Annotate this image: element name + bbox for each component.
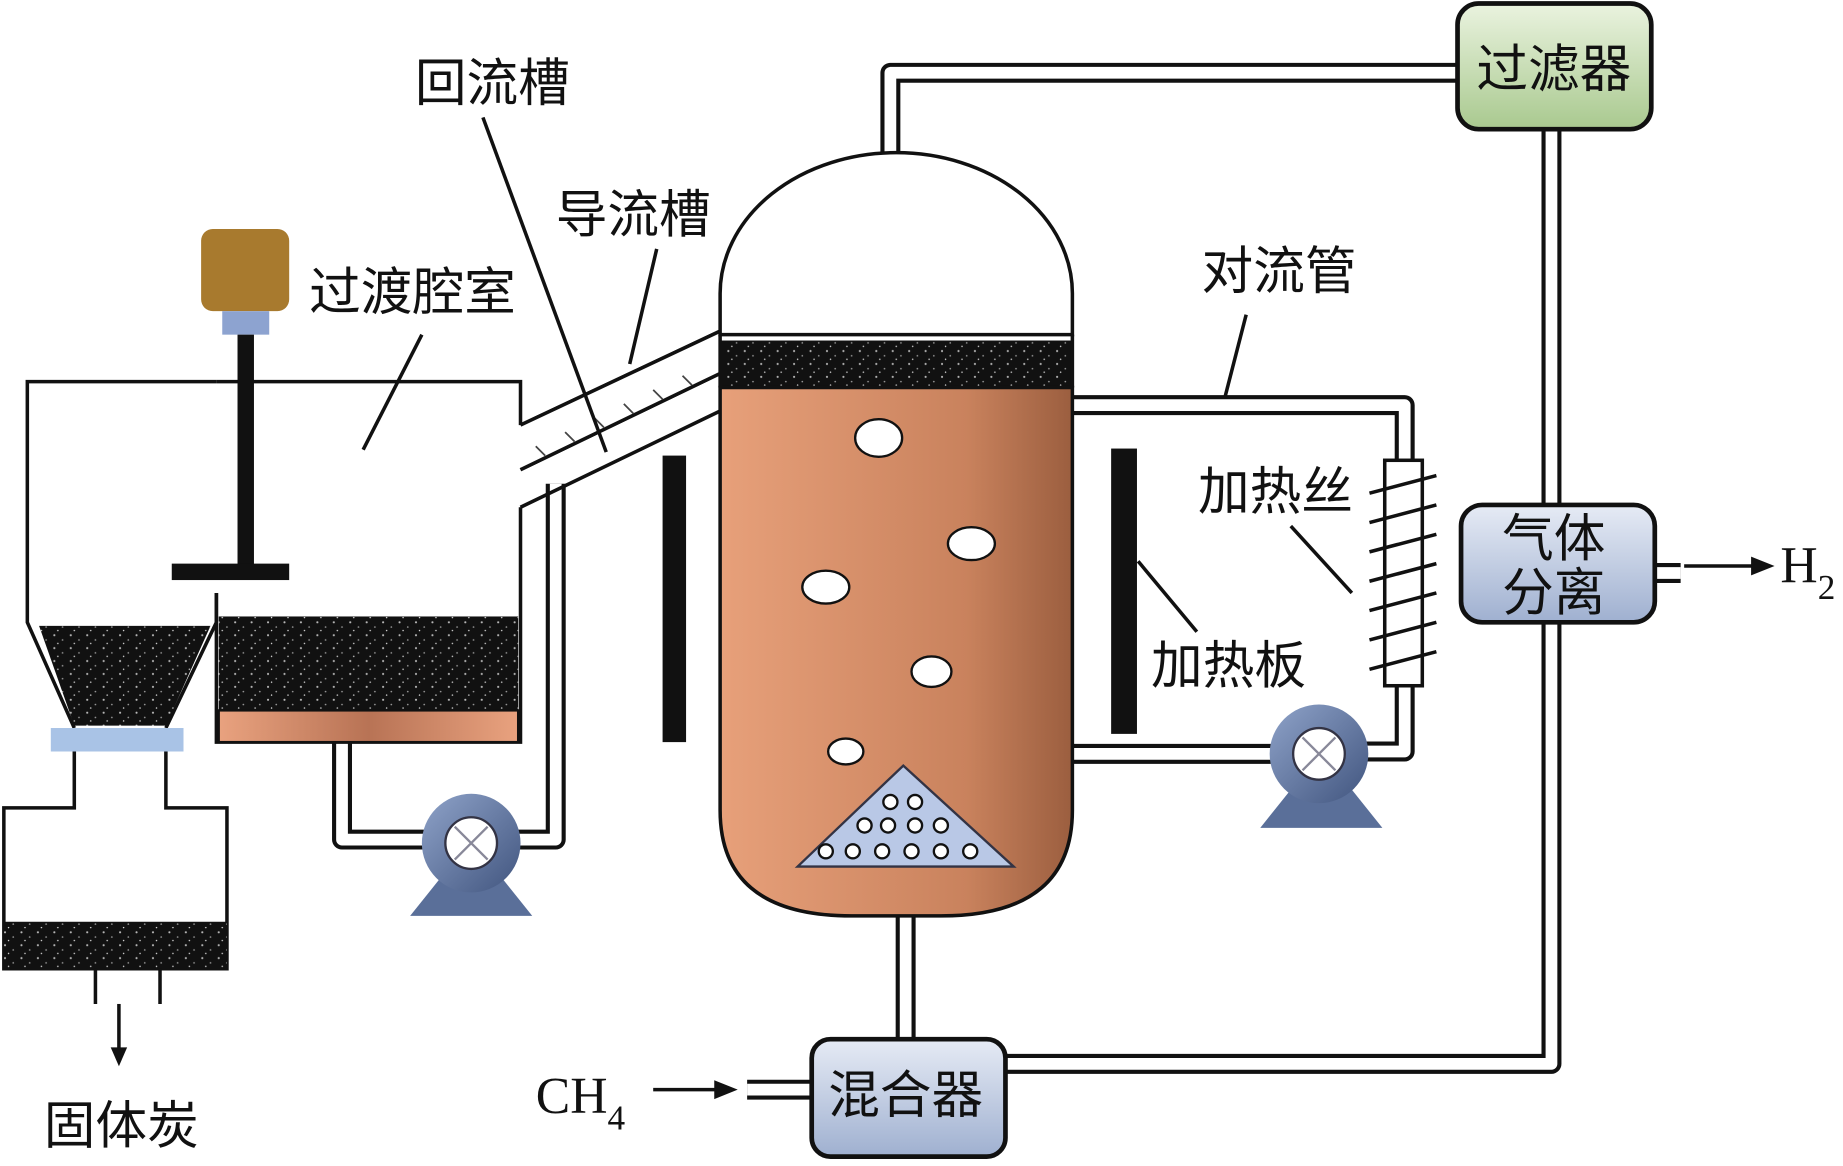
pump-right: [1260, 704, 1383, 828]
pump-left: [410, 793, 533, 916]
heating-wire: [1369, 458, 1437, 688]
ch4-label: CH4: [536, 1068, 626, 1137]
reactor: [718, 150, 1075, 918]
motor-stirrer: [171, 228, 290, 581]
guide-and-reflux-channels: [519, 329, 721, 509]
convection-pipe-label: 对流管: [1202, 242, 1357, 302]
h2-arrow: [1751, 556, 1775, 576]
mixer-label: 混合器: [828, 1066, 983, 1126]
h2-label: H2: [1780, 537, 1835, 606]
guide-tank-label: 导流槽: [556, 185, 711, 245]
bubbles: [801, 418, 997, 766]
reflux-tank-label: 回流槽: [415, 54, 570, 114]
heating-plate-label: 加热板: [1151, 636, 1306, 696]
filter-label: 过滤器: [1476, 40, 1631, 100]
left-vessel: [2, 379, 229, 1067]
filter-box: 过滤器: [1455, 1, 1654, 132]
pipes: [332, 62, 1681, 1100]
heating-wire-label: 加热丝: [1198, 463, 1353, 523]
heating-plate-left: [662, 455, 687, 743]
ch4-arrow: [714, 1080, 738, 1100]
transition-chamber-label: 过渡腔室: [309, 263, 516, 323]
gas-distributor: [794, 763, 1017, 868]
solid-carbon-label: 固体炭: [44, 1097, 199, 1157]
heating-plate-right: [1111, 448, 1137, 734]
mixer-box: 混合器: [809, 1036, 1008, 1159]
gas-separation-label-2: 分离: [1502, 564, 1605, 624]
gas-separator-box: 气体 分离: [1458, 502, 1658, 625]
transition-chamber: [214, 379, 523, 744]
gas-separation-label-1: 气体: [1502, 510, 1605, 570]
